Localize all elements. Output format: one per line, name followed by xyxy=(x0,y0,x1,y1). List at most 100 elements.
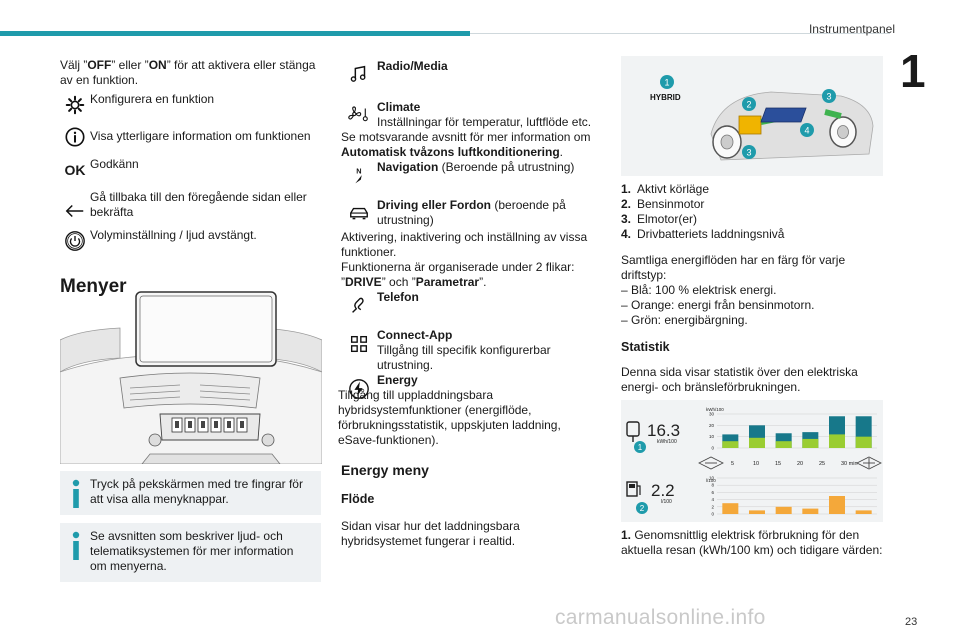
driving-text-2: Funktionerna är organiserade under 2 fli… xyxy=(341,260,575,274)
upper-axis-label: kWh/100 xyxy=(706,407,724,412)
stats-item-1: 1. Genomsnittlig elektrisk förbrukning f… xyxy=(621,528,883,557)
compass-arrow-icon: N xyxy=(341,160,377,192)
menu-climate-desc: Inställningar för temperatur, luftflöde … xyxy=(377,115,592,129)
lower-tick-label: 6 xyxy=(711,490,714,495)
phone-icon xyxy=(341,290,377,322)
header-rule xyxy=(470,33,890,34)
elec-value: 16.3 xyxy=(647,421,680,440)
fuel-value: 2.2 xyxy=(651,481,675,500)
menus-heading: Menyer xyxy=(60,276,127,297)
hybrid-callout-number: 1 xyxy=(664,78,669,88)
intro-text: Välj ”OFF” eller ”ON” för att aktivera e… xyxy=(60,58,316,87)
callout xyxy=(634,441,646,453)
driving-text-1: Aktivering, inaktivering och inställning… xyxy=(341,230,588,259)
hybrid-flow-figure: 1 HYBRID 2 3 4 3 xyxy=(621,56,883,176)
upper-tick-label: 30 xyxy=(709,412,715,417)
power-icon xyxy=(60,226,90,256)
stats-description: 1. Genomsnittlig elektrisk förbrukning f… xyxy=(621,528,883,558)
menu-driving-text: Driving eller Fordon (beroende på utrust… xyxy=(377,198,603,228)
apps-grid-icon xyxy=(341,328,377,360)
bar-energy-recovery xyxy=(802,438,819,448)
zoom-in-icon[interactable] xyxy=(856,456,882,470)
callout xyxy=(636,502,648,514)
note-three-fingers-text: Tryck på pekskärmen med tre fingrar för … xyxy=(90,477,303,506)
music-note-icon xyxy=(341,58,377,90)
callout-number: 2 xyxy=(640,504,645,513)
color-orange-line: – Orange: energi från bensinmotorn. xyxy=(621,298,815,312)
plug-icon xyxy=(626,421,640,442)
column-3: 1.Aktivt körläge 2.Bensinmotor 3.Elmotor… xyxy=(621,182,883,395)
x-tick-label: 25 xyxy=(819,461,825,467)
hybrid-label: HYBRID xyxy=(650,93,681,102)
bar-fuel xyxy=(749,510,765,514)
car-icon xyxy=(341,198,377,230)
row-configure: Konfigurera en funktion xyxy=(60,90,322,120)
bar-fuel xyxy=(775,506,792,514)
menu-connect-title: Connect-App xyxy=(377,328,453,342)
column-1: Välj ”OFF” eller ”ON” för att aktivera e… xyxy=(60,58,322,298)
climate-reference: Se motsvarande avsnitt för mer informati… xyxy=(341,130,591,159)
bar-energy-recovery xyxy=(855,436,872,448)
upper-tick-label: 10 xyxy=(709,434,715,439)
bar-fuel xyxy=(722,503,739,514)
menu-phone-title: Telefon xyxy=(377,290,419,304)
flow-text: Sidan visar hur det laddningsbara hybrid… xyxy=(341,519,520,548)
bar-energy-recovery xyxy=(829,434,845,448)
info-note-icon xyxy=(72,479,80,508)
bar-energy-recovery xyxy=(775,441,792,448)
lower-tick-label: 2 xyxy=(711,504,714,509)
flow-legend-list: 1.Aktivt körläge 2.Bensinmotor 3.Elmotor… xyxy=(621,182,883,242)
list-item: 2.Bensinmotor xyxy=(621,197,705,211)
row-configure-text: Konfigurera en funktion xyxy=(90,92,215,106)
row-back-text: Gå tillbaka till den föregående sidan el… xyxy=(90,190,307,219)
svg-text:N: N xyxy=(356,166,361,175)
watermark: carmanualsonline.info xyxy=(555,606,766,629)
upper-tick-label: 20 xyxy=(709,423,715,428)
x-tick-label: 5 xyxy=(731,461,734,467)
elec-unit: kWh/100 xyxy=(657,439,677,445)
gear-icon xyxy=(60,90,90,120)
header-accent-bar xyxy=(0,31,470,36)
bar-energy-recovery xyxy=(722,441,739,448)
lower-tick-label: 10 xyxy=(709,476,715,481)
energy-bolt-icon xyxy=(341,373,377,405)
note-three-fingers: Tryck på pekskärmen med tre fingrar för … xyxy=(60,471,321,515)
fuel-unit: l/100 xyxy=(661,499,672,505)
menu-radio: Radio/Media xyxy=(341,58,603,90)
menu-navigation-title: Navigation xyxy=(377,160,439,174)
row-ok-text: Godkänn xyxy=(90,157,139,171)
callout-number: 1 xyxy=(638,443,643,452)
callout xyxy=(822,89,836,103)
traction-battery xyxy=(760,107,807,123)
x-tick-label: 20 xyxy=(797,461,803,467)
note-see-sections: Se avsnitten som beskriver ljud- och tel… xyxy=(60,523,321,582)
bar-fuel xyxy=(829,496,845,514)
lower-tick-label: 0 xyxy=(711,512,714,517)
upper-tick-label: 0 xyxy=(711,446,714,451)
menu-energy-title: Energy xyxy=(377,373,418,387)
ok-icon-label: OK xyxy=(64,162,86,178)
menu-navigation-text: Navigation (Beroende på utrustning) xyxy=(377,160,574,175)
stats-heading: Statistik xyxy=(621,340,670,354)
bar-fuel xyxy=(802,508,819,514)
color-green-line: – Grön: energibärgning. xyxy=(621,313,748,327)
menu-driving-desc: (beroende på utrustning) xyxy=(377,198,566,227)
info-note-icon xyxy=(72,531,80,560)
menu-climate-title: Climate xyxy=(377,100,421,114)
flow-heading: Flöde xyxy=(341,492,375,506)
zoom-out-icon[interactable] xyxy=(698,456,724,470)
lower-tick-label: 4 xyxy=(711,497,714,502)
menu-navigation-desc: (Beroende på utrustning) xyxy=(438,160,575,174)
callout-number: 3 xyxy=(746,148,751,158)
hybrid-callout xyxy=(660,75,674,89)
menu-navigation: N Navigation (Beroende på utrustning) xyxy=(341,160,603,192)
dashboard-illustration xyxy=(59,288,323,465)
info-icon xyxy=(60,122,90,152)
x-tick-label: 15 xyxy=(775,461,781,467)
row-back: Gå tillbaka till den föregående sidan el… xyxy=(60,188,322,226)
